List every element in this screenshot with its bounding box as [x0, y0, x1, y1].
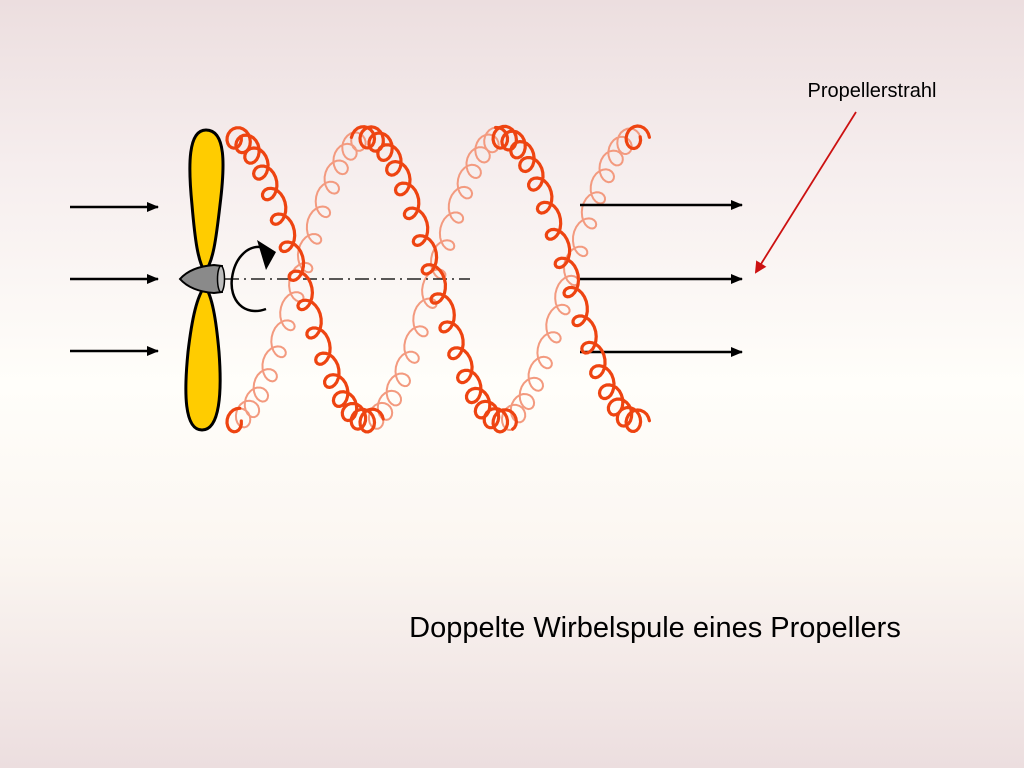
jet-pointer-arrow — [754, 111, 857, 274]
inflow-arrows — [70, 202, 159, 356]
propeller-icon — [184, 128, 225, 432]
diagram-caption: Doppelte Wirbelspule eines Propellers — [409, 612, 901, 644]
vortex-strand-front — [491, 124, 651, 433]
vortex-strand-back — [234, 131, 367, 429]
vortex-strand-front — [225, 406, 243, 434]
rotation-arrow-icon — [230, 240, 276, 313]
vortex-strand-front — [624, 124, 651, 151]
propeller-blade-upper — [188, 128, 225, 275]
vortex-strand-front — [225, 126, 385, 434]
spinner-hub-icon — [178, 263, 226, 295]
vortex-strand-front — [349, 125, 518, 434]
propeller-blade-lower — [184, 283, 222, 432]
propeller-jet-label: Propellerstrahl — [807, 80, 937, 102]
vortex-coil-front — [225, 124, 651, 434]
outflow-arrows — [580, 200, 743, 357]
